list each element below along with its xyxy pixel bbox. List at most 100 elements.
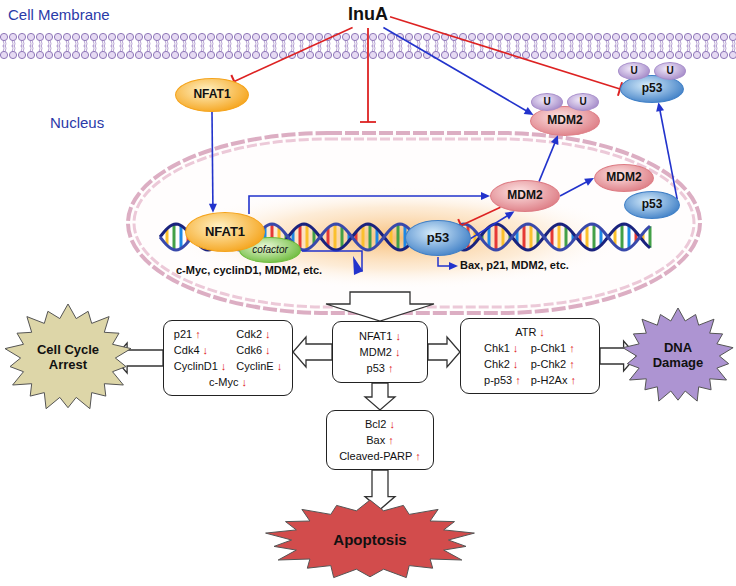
- marker-item: Chk2↓: [484, 357, 518, 371]
- lipid-tail: [228, 40, 231, 52]
- protein-oval: NFAT1: [185, 212, 265, 252]
- lipid-head: [0, 33, 7, 40]
- node-text: p21: [174, 328, 192, 340]
- arrow-head: [656, 102, 664, 112]
- lipid-head: [117, 33, 124, 40]
- node-content: Apoptosis: [333, 531, 406, 548]
- hollow-arrow-shape: [365, 383, 395, 410]
- lipid-head: [405, 33, 412, 40]
- hollow-arrow: [326, 292, 434, 321]
- lipid-head: [18, 51, 25, 58]
- lipid-head: [252, 51, 259, 58]
- lipid-head: [225, 33, 232, 40]
- node-content: DNA Damage: [643, 341, 713, 371]
- connector: [231, 28, 352, 88]
- lipid-head: [225, 51, 232, 58]
- node-content: ATR↓Chk1↓p-Chk1↑Chk2↓p-Chk2↑p-p53↑p-H2Ax…: [484, 325, 576, 387]
- change-arrow: ↓: [513, 358, 519, 370]
- lipid-head: [648, 51, 655, 58]
- lipid-tail: [327, 40, 330, 52]
- lipid-head: [108, 33, 115, 40]
- change-arrow: ↑: [388, 362, 394, 374]
- connector-line: [211, 112, 213, 206]
- node-text: MDM2: [547, 114, 582, 128]
- arrow-head: [584, 178, 594, 186]
- change-arrow: ↓: [221, 360, 227, 372]
- connector: [383, 28, 533, 116]
- drug-label: InuA: [346, 1, 390, 28]
- base-pair: [369, 224, 372, 250]
- marker-item: NFAT1↓: [359, 329, 401, 343]
- arrow-head: [524, 107, 534, 115]
- lipid-head: [162, 51, 169, 58]
- lipid-tail: [120, 40, 123, 52]
- lipid-head: [99, 51, 106, 58]
- lipid-head: [468, 51, 475, 58]
- node-text: MDM2: [606, 171, 641, 185]
- lipid-tail: [507, 40, 510, 52]
- lipid-tail: [381, 40, 384, 52]
- lipid-head: [504, 33, 511, 40]
- lipid-head: [126, 33, 133, 40]
- lipid-head: [126, 51, 133, 58]
- change-arrow: ↑: [415, 450, 421, 462]
- lipid-head: [666, 33, 673, 40]
- node-text: InuA: [348, 4, 388, 25]
- marker-item: MDM2↓: [360, 345, 401, 359]
- lipid-head: [36, 33, 43, 40]
- lipid-head: [405, 51, 412, 58]
- lipid-tail: [651, 40, 654, 52]
- node-text: CyclinE: [236, 360, 273, 372]
- node-text: Bax: [366, 434, 385, 446]
- lipid-head: [261, 51, 268, 58]
- lipid-head: [477, 33, 484, 40]
- lipid-head: [189, 51, 196, 58]
- lipid-head: [378, 33, 385, 40]
- node-content: NFAT1: [205, 225, 245, 240]
- lipid-head: [549, 51, 556, 58]
- lipid-head: [369, 33, 376, 40]
- lipid-head: [333, 51, 340, 58]
- node-text: DNA Damage: [643, 341, 713, 371]
- base-pair: [593, 224, 596, 250]
- lipid-tail: [246, 40, 249, 52]
- lipid-head: [513, 33, 520, 40]
- lipid-head: [666, 51, 673, 58]
- lipid-head: [585, 33, 592, 40]
- node-text: NFAT1: [359, 330, 392, 342]
- base-pair: [306, 225, 309, 250]
- lipid-tail: [525, 40, 528, 52]
- lipid-tail: [192, 40, 195, 52]
- lipid-tail: [129, 40, 132, 52]
- lipid-tail: [579, 40, 582, 52]
- lipid-head: [27, 51, 34, 58]
- lipid-head: [630, 33, 637, 40]
- node-text: Cdk2: [236, 328, 262, 340]
- marker-item: Cdk6↓: [236, 343, 270, 357]
- lipid-tail: [606, 40, 609, 52]
- lipid-head: [153, 51, 160, 58]
- lipid-head: [9, 51, 16, 58]
- protein-oval: p53: [405, 220, 471, 256]
- hollow-arrow-shape: [428, 337, 460, 367]
- lipid-tail: [705, 40, 708, 52]
- lipid-tail: [390, 40, 393, 52]
- lipid-head: [135, 51, 142, 58]
- protein-oval: MDM2: [530, 106, 600, 136]
- lipid-tail: [75, 40, 78, 52]
- lipid-tail: [111, 40, 114, 52]
- lipid-head: [603, 33, 610, 40]
- arrow-head: [449, 262, 458, 270]
- connector-line: [383, 28, 527, 112]
- node-text: Chk2: [484, 358, 510, 370]
- connector: [249, 192, 490, 214]
- connector: [656, 102, 677, 199]
- lipid-head: [234, 51, 241, 58]
- lipid-head: [711, 33, 718, 40]
- arrow-head: [353, 256, 363, 275]
- lipid-head: [729, 51, 736, 58]
- node-text: p53: [642, 198, 663, 212]
- lipid-tail: [201, 40, 204, 52]
- lipid-tail: [3, 40, 6, 52]
